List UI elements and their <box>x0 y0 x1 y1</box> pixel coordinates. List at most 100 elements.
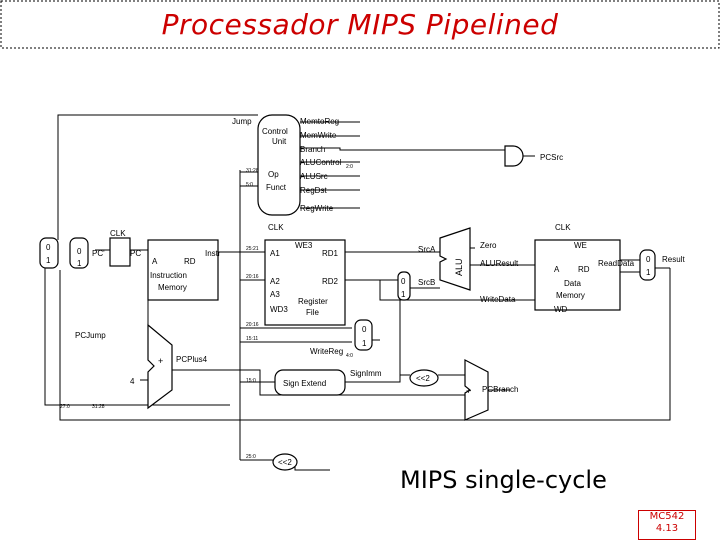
label-bits-25-0: 25:0 <box>246 454 256 460</box>
label-bits-31-28: 31:28 <box>92 404 105 410</box>
label-sl2-a: <<2 <box>416 374 430 383</box>
alu <box>439 227 471 291</box>
label-jump: Jump <box>232 117 252 126</box>
instruction-memory <box>147 239 219 301</box>
branch-and-gate <box>504 145 524 167</box>
label-pcplus4: PCPlus4 <box>176 355 208 364</box>
label-rf-rd2: RD2 <box>322 277 339 286</box>
label-dmem-a: A <box>554 265 560 274</box>
label-rf-rd1: RD1 <box>322 249 339 258</box>
label-four: 4 <box>130 377 135 386</box>
label-bits-15-0: 15:0 <box>246 378 256 384</box>
label-mux0-0: 0 <box>46 243 51 252</box>
label-bits-15-11: 15:11 <box>246 336 258 342</box>
badge-course: MC542 <box>649 511 685 522</box>
label-sl2-b: <<2 <box>278 458 292 467</box>
label-srcb: SrcB <box>418 278 435 287</box>
sign-extend <box>274 369 346 396</box>
badge-page: 4.13 <box>655 523 679 534</box>
label-dmem-name-1: Data <box>564 279 581 288</box>
label-result: Result <box>662 255 685 264</box>
label-alu: ALU <box>454 258 464 276</box>
control-unit <box>257 114 301 216</box>
pc-register <box>109 237 131 267</box>
label-aluresult: ALUResult <box>480 259 519 268</box>
label-readdata: ReadData <box>598 259 635 268</box>
label-writedata: WriteData <box>480 295 516 304</box>
label-imem-rd: RD <box>184 257 196 266</box>
label-srcb-0: 0 <box>401 277 406 286</box>
register-file <box>264 239 346 326</box>
label-pcjump: PCJump <box>75 331 106 340</box>
pc-branch-adder <box>464 359 489 421</box>
data-memory <box>534 239 621 311</box>
label-branch: Branch <box>300 145 325 154</box>
label-mux0-1: 1 <box>46 256 51 265</box>
label-mux1-0: 0 <box>77 247 82 256</box>
label-res-1: 1 <box>646 268 651 277</box>
label-memwrite: MemWrite <box>300 131 337 140</box>
label-res-0: 0 <box>646 255 651 264</box>
slide-badge: MC542 4.13 <box>638 510 696 540</box>
label-alucontrol: ALUControl <box>300 158 342 167</box>
diagram-caption: MIPS single-cycle <box>400 466 607 494</box>
label-clk-right: CLK <box>555 223 571 232</box>
writereg-mux <box>354 319 373 351</box>
label-rf-a2: A2 <box>270 277 280 286</box>
label-plus-a: + <box>158 356 163 366</box>
label-srca: SrcA <box>418 245 436 254</box>
label-op: Op <box>268 170 279 179</box>
label-zero: Zero <box>480 241 497 250</box>
label-dmem-rd: RD <box>578 265 590 274</box>
page-title: Processador MIPS Pipelined <box>161 8 559 41</box>
label-memtoreg: MemtoReg <box>300 117 339 126</box>
label-control-1: Control <box>262 127 288 136</box>
label-dmem-we: WE <box>574 241 587 250</box>
label-instr: Instr <box>205 249 221 258</box>
pc-plus4-adder <box>147 323 173 410</box>
srcb-mux <box>397 271 411 301</box>
label-dmem-name-2: Memory <box>556 291 585 300</box>
components <box>39 114 656 471</box>
label-rf-a1: A1 <box>270 249 280 258</box>
label-wr-1: 1 <box>362 339 367 348</box>
label-bits-20-16a: 20:16 <box>246 274 259 280</box>
label-pc-prime: PC' <box>92 249 105 258</box>
label-writereg: WriteReg <box>310 347 343 356</box>
label-rf-wd3: WD3 <box>270 305 288 314</box>
label-clk-mid: CLK <box>268 223 284 232</box>
label-signimm: SignImm <box>350 369 382 378</box>
label-regdst: RegDst <box>300 186 327 195</box>
label-bits-31-26: 31:26 <box>246 168 259 174</box>
pc-src-mux <box>69 237 89 269</box>
shift-left-2-branch <box>409 369 439 387</box>
label-pcsrc: PCSrc <box>540 153 563 162</box>
shift-left-2-jump <box>272 453 298 471</box>
title-frame-border <box>0 0 720 49</box>
label-alucontrol-sub: 2:0 <box>346 164 353 170</box>
label-pcbranch: PCBranch <box>482 385 518 394</box>
label-writereg-sub: 4:0 <box>346 353 353 359</box>
labels: Jump MemtoReg Control Unit MemWrite Bran… <box>46 117 685 467</box>
label-pc: PC <box>130 249 141 258</box>
pc-jump-mux <box>39 237 59 269</box>
label-imem-name-1: Instruction <box>150 271 187 280</box>
label-rf-a3: A3 <box>270 290 280 299</box>
label-bits-27-0: 27:0 <box>60 404 70 410</box>
label-clk-left: CLK <box>110 229 126 238</box>
label-signext: Sign Extend <box>283 379 326 388</box>
label-rf-name-1: Register <box>298 297 328 306</box>
label-dmem-wd: WD <box>554 305 568 314</box>
label-rf-we3: WE3 <box>295 241 313 250</box>
label-srcb-1: 1 <box>401 290 406 299</box>
label-mux1-1: 1 <box>77 259 82 268</box>
label-wr-0: 0 <box>362 325 367 334</box>
label-bits-5-0: 5:0 <box>246 182 253 188</box>
label-plus-b: + <box>466 386 471 396</box>
label-imem-a: A <box>152 257 158 266</box>
label-regwrite: RegWrite <box>300 204 334 213</box>
label-control-2: Unit <box>272 137 287 146</box>
result-mux <box>639 249 656 281</box>
label-funct: Funct <box>266 183 287 192</box>
